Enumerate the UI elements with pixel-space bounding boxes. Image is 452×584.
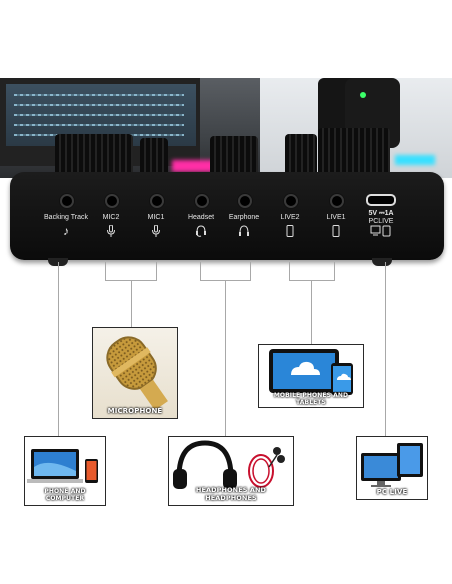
jack-live1[interactable] (330, 194, 344, 208)
box-caption: HEADPHONES AND HEADPHONES (195, 486, 267, 502)
knob[interactable] (140, 138, 168, 174)
usb-label: PCLIVE (368, 218, 394, 225)
knob[interactable] (210, 136, 258, 174)
connector-line (289, 262, 290, 280)
microphone-box: MICROPHONE (92, 327, 178, 419)
computer-phone-icon (370, 225, 392, 239)
jack-headset[interactable] (195, 194, 209, 208)
port-label: Headset (187, 214, 215, 221)
port-label: LIVE1 (326, 214, 346, 221)
blue-led-strip (395, 155, 435, 165)
connector-line (225, 280, 226, 436)
tablet-phone-image (269, 349, 353, 395)
knob[interactable] (318, 128, 390, 174)
audio-interface: Backing Track MIC2 MIC1 Headset Earphone… (10, 172, 444, 260)
connector-line (156, 262, 157, 280)
jack-live2[interactable] (284, 194, 298, 208)
pc-monitor-image (361, 443, 423, 487)
knob[interactable] (55, 134, 133, 174)
connector-line (385, 262, 386, 436)
music-note-icon: ♪ (63, 224, 69, 238)
connector-line (250, 262, 251, 280)
usb-power-label: 5V ⎓1A (368, 210, 394, 217)
box-caption: MOBILE PHONES AND TABLETS (273, 392, 349, 406)
port-label: LIVE2 (280, 214, 300, 221)
port-label: MIC1 (147, 214, 165, 221)
pc-live-box: PC LIVE (356, 436, 428, 500)
jack-mic1[interactable] (150, 194, 164, 208)
connector-line (131, 280, 132, 328)
port-label: Backing Track (44, 214, 88, 221)
box-caption: PC LIVE (376, 488, 408, 496)
jack-earphone[interactable] (238, 194, 252, 208)
device-foot (372, 258, 392, 266)
port-label: Earphone (228, 214, 260, 221)
box-caption: PHONE AND COMPUTER (44, 488, 86, 502)
jack-backing-track[interactable] (60, 194, 74, 208)
usb-c-port[interactable] (366, 194, 396, 206)
microphone-icon (152, 224, 161, 239)
connector-line (58, 262, 59, 438)
jack-mic2[interactable] (105, 194, 119, 208)
headset-icon (195, 225, 207, 239)
laptop-phone-image (27, 449, 98, 483)
phone-icon (332, 225, 340, 239)
microphone-icon (107, 224, 116, 239)
connector-line (311, 280, 312, 344)
microphone-image (106, 336, 168, 408)
connector-line (334, 262, 335, 280)
connector-line (289, 280, 335, 281)
phone-icon (286, 225, 294, 239)
headphones-icon (238, 225, 250, 239)
monitor (0, 78, 200, 166)
port-label: MIC2 (102, 214, 120, 221)
box-caption: MICROPHONE (107, 407, 163, 415)
mobile-box: MOBILE PHONES AND TABLETS (258, 344, 364, 408)
knob[interactable] (285, 134, 317, 174)
connector-line (200, 262, 201, 280)
connector-line (105, 262, 106, 280)
phone-computer-box: PHONE AND COMPUTER (24, 436, 106, 506)
headphones-image (173, 440, 285, 489)
headphones-box: HEADPHONES AND HEADPHONES (168, 436, 294, 506)
status-led (360, 92, 366, 98)
